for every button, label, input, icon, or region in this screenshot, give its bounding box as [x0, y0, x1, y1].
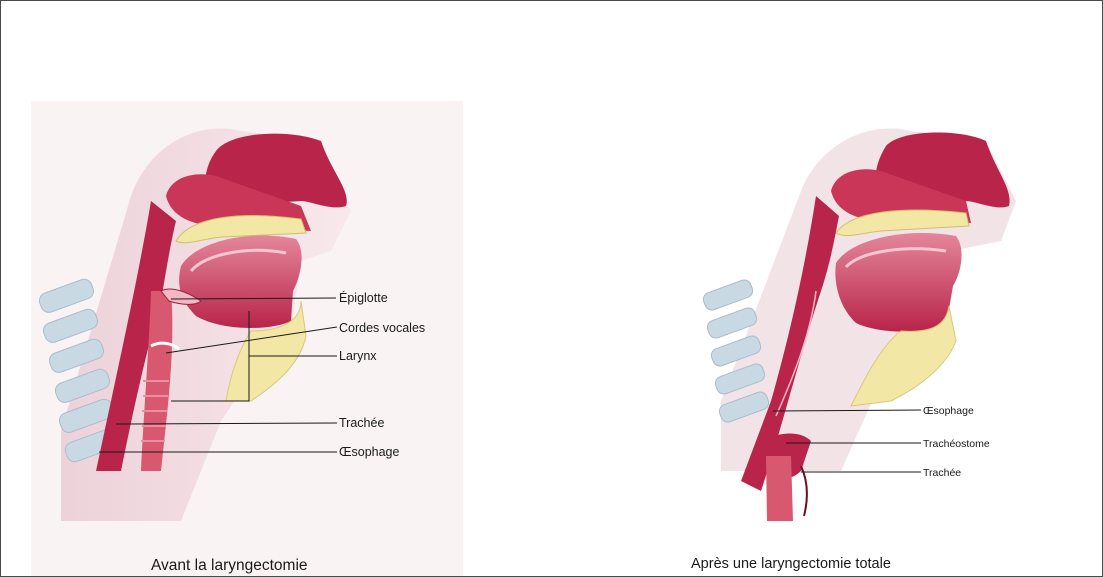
label-trachee: Trachée — [339, 416, 384, 430]
label-oesophage-right: Œsophage — [923, 404, 974, 418]
caption-after: Après une laryngectomie totale — [691, 556, 891, 572]
label-cordes-vocales: Cordes vocales — [339, 321, 425, 335]
label-epiglotte: Épiglotte — [339, 291, 388, 305]
label-trachee-right: Trachée — [923, 466, 961, 480]
right-head-illustration — [701, 129, 1016, 522]
left-head-illustration — [37, 129, 351, 521]
label-oesophage: Œsophage — [339, 445, 399, 459]
label-tracheostome: Trachéostome — [923, 437, 990, 451]
label-larynx: Larynx — [339, 349, 377, 363]
caption-before: Avant la laryngectomie — [151, 557, 308, 575]
